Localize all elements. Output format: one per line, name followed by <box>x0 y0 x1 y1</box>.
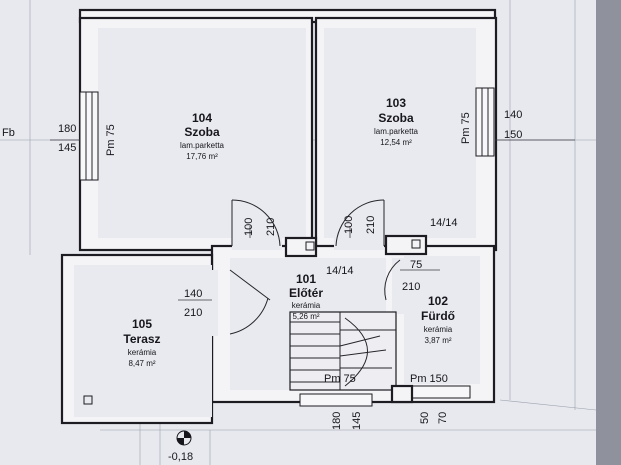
dim-14-14-lower: 14/14 <box>326 265 354 277</box>
pm150-bottom: Pm 150 <box>410 373 448 385</box>
door-102 <box>384 258 404 314</box>
door-104-width: 100 <box>243 218 255 236</box>
window-104 <box>79 91 99 181</box>
room-102-floor: kerámia <box>424 325 453 334</box>
room-105-area: 8,47 m² <box>128 359 155 368</box>
window-terrace-width: 140 <box>184 288 202 300</box>
door-102-height: 210 <box>402 281 420 293</box>
level-marker-icon <box>176 430 192 446</box>
room-103-name: Szoba <box>378 111 414 125</box>
room-101-area: 5,26 m² <box>292 312 319 321</box>
room-104-area: 17,76 m² <box>186 152 218 161</box>
room-105-name: Terasz <box>123 332 160 346</box>
room-label-102: 102 Fürdő kerámia 3,87 m² <box>421 294 455 345</box>
room-104-floor: lam.parketta <box>180 141 225 150</box>
column-box-left <box>284 236 318 258</box>
dimension-marks <box>50 139 575 301</box>
door-102-width: 75 <box>410 259 422 271</box>
window-103 <box>475 87 495 157</box>
door-103 <box>334 199 385 250</box>
room-label-101: 101 Előtér kerámia 5,26 m² <box>289 272 323 321</box>
label-fb: Fb <box>2 127 15 139</box>
room-104-name: Szoba <box>184 125 220 139</box>
room-102-name: Fürdő <box>421 309 455 323</box>
wall-stub <box>390 384 414 404</box>
pm75-left: Pm 75 <box>105 124 117 156</box>
dim-right-150: 150 <box>504 129 522 141</box>
door-104 <box>231 199 282 250</box>
dim-left-145: 145 <box>58 142 76 154</box>
door-104-height: 210 <box>265 218 277 236</box>
room-label-103: 103 Szoba lam.parketta 12,54 m² <box>374 96 419 147</box>
room-104-number: 104 <box>192 111 212 125</box>
door-terrace <box>206 269 271 336</box>
page-edge <box>596 0 621 465</box>
room-104 <box>78 16 314 252</box>
dim-14-14-upper: 14/14 <box>430 217 458 229</box>
room-105-floor: kerámia <box>128 348 157 357</box>
room-101-floor: kerámia <box>292 301 321 310</box>
room-102-area: 3,87 m² <box>424 336 451 345</box>
room-105-terrace <box>60 253 214 425</box>
room-105-number: 105 <box>132 317 152 331</box>
dim-left-180: 180 <box>58 123 76 135</box>
pm75-right: Pm 75 <box>460 112 472 144</box>
room-101-number: 101 <box>296 272 316 286</box>
room-102-number: 102 <box>428 294 448 308</box>
room-label-104: 104 Szoba lam.parketta 17,76 m² <box>180 111 225 161</box>
dim-bottom-50: 50 <box>419 412 431 424</box>
room-103-floor: lam.parketta <box>374 127 419 136</box>
room-103 <box>314 16 498 252</box>
dim-right-140: 140 <box>504 109 522 121</box>
door-103-height: 210 <box>365 216 377 234</box>
room-label-105: 105 Terasz kerámia 8,47 m² <box>123 317 160 368</box>
room-101-name: Előtér <box>289 286 323 300</box>
window-bottom-2 <box>411 385 471 399</box>
dim-bottom-145: 145 <box>351 412 363 430</box>
window-bottom-1 <box>299 393 373 407</box>
level-label: -0,18 <box>168 451 193 463</box>
staircase <box>289 311 397 391</box>
door-103-width: 100 <box>343 216 355 234</box>
dim-bottom-70: 70 <box>437 412 449 424</box>
window-terrace-height: 210 <box>184 307 202 319</box>
room-103-area: 12,54 m² <box>380 138 412 147</box>
room-103-number: 103 <box>386 96 406 110</box>
dim-bottom-180: 180 <box>331 412 343 430</box>
pm75-bottom: Pm 75 <box>324 373 356 385</box>
